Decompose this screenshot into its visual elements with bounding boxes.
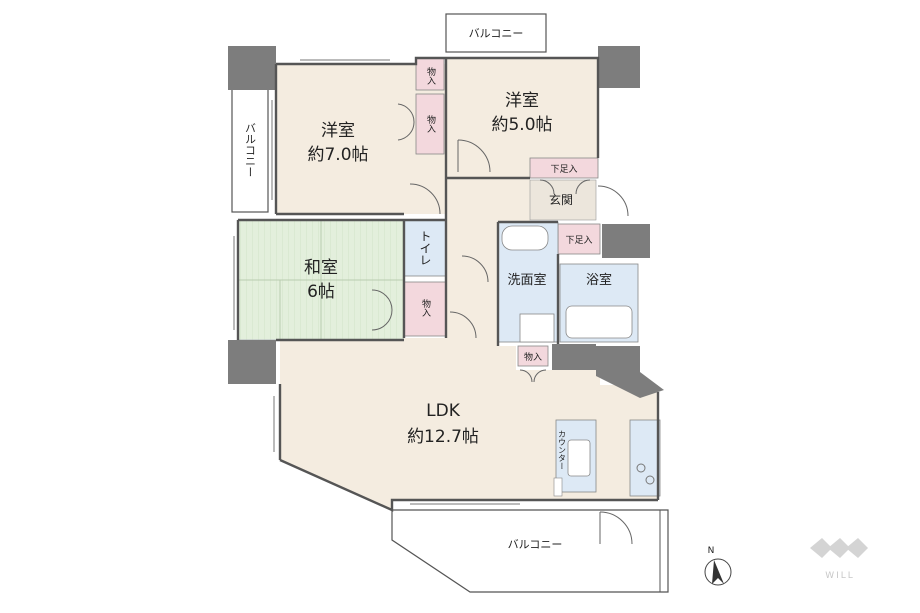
balcony-bottom-label: バルコニー (508, 538, 563, 551)
compass-north-label: N (708, 546, 715, 556)
western-room-a-name: 洋室 (321, 121, 355, 141)
shoe-box-side (557, 223, 601, 255)
toilet-label: トイレ (418, 230, 432, 266)
stove-counter (629, 419, 661, 497)
ldk-floor (280, 316, 658, 510)
balcony-left: バルコニー (231, 87, 269, 213)
shoe-box-top (529, 157, 599, 179)
sink-icon (501, 225, 549, 251)
washer-space (519, 313, 555, 343)
closet-hall (517, 345, 549, 367)
japanese-room-size: 6帖 (307, 282, 335, 302)
compass: N (704, 546, 732, 586)
bath-label: 浴室 (586, 272, 612, 288)
logo-text: WILL (825, 571, 855, 581)
bathtub-icon (565, 305, 633, 339)
fridge-space (553, 477, 563, 497)
burner-icon (636, 463, 646, 473)
japanese-room-name: 和室 (304, 258, 338, 278)
closet-hall-label: 物入 (524, 351, 542, 363)
logo-mark (810, 538, 832, 558)
closet-japanese-label: 物入 (420, 298, 431, 317)
entrance-label: 玄関 (549, 192, 573, 207)
western-room-b-size: 約5.0帖 (491, 115, 552, 135)
closet-top-label: 物入 (425, 66, 436, 85)
ldk-name: LDK (426, 401, 461, 421)
interior-walls (236, 56, 660, 512)
door-swings (371, 103, 633, 545)
shoe-box-side-label: 下足入 (565, 235, 592, 246)
windows (233, 59, 520, 505)
structural-walls (228, 46, 664, 398)
washroom-label: 洗面室 (507, 272, 546, 288)
counter-label: カウンター (558, 430, 567, 470)
western-room-a-size: 約7.0帖 (307, 145, 368, 165)
will-logo: WILL (810, 538, 868, 581)
balcony-top: バルコニー (445, 13, 547, 53)
toilet-floor (403, 219, 447, 277)
entrance-floor (529, 179, 597, 221)
burner-icon (645, 475, 655, 485)
western-room-b-name: 洋室 (505, 91, 539, 111)
logo-mark (828, 538, 850, 558)
closet-top (415, 57, 445, 91)
closet-western-a-label: 物入 (425, 114, 436, 133)
ldk-size: 約12.7帖 (407, 427, 479, 447)
logo-mark (846, 538, 868, 558)
kitchen-sink-icon (567, 439, 591, 477)
north-arrow-icon (712, 560, 724, 584)
balcony-bottom: バルコニー (391, 509, 669, 593)
balcony-top-label: バルコニー (469, 27, 524, 40)
closet-western-a (415, 93, 445, 155)
shoe-box-top-label: 下足入 (550, 164, 577, 175)
balcony-left-label: バルコニー (244, 123, 257, 178)
